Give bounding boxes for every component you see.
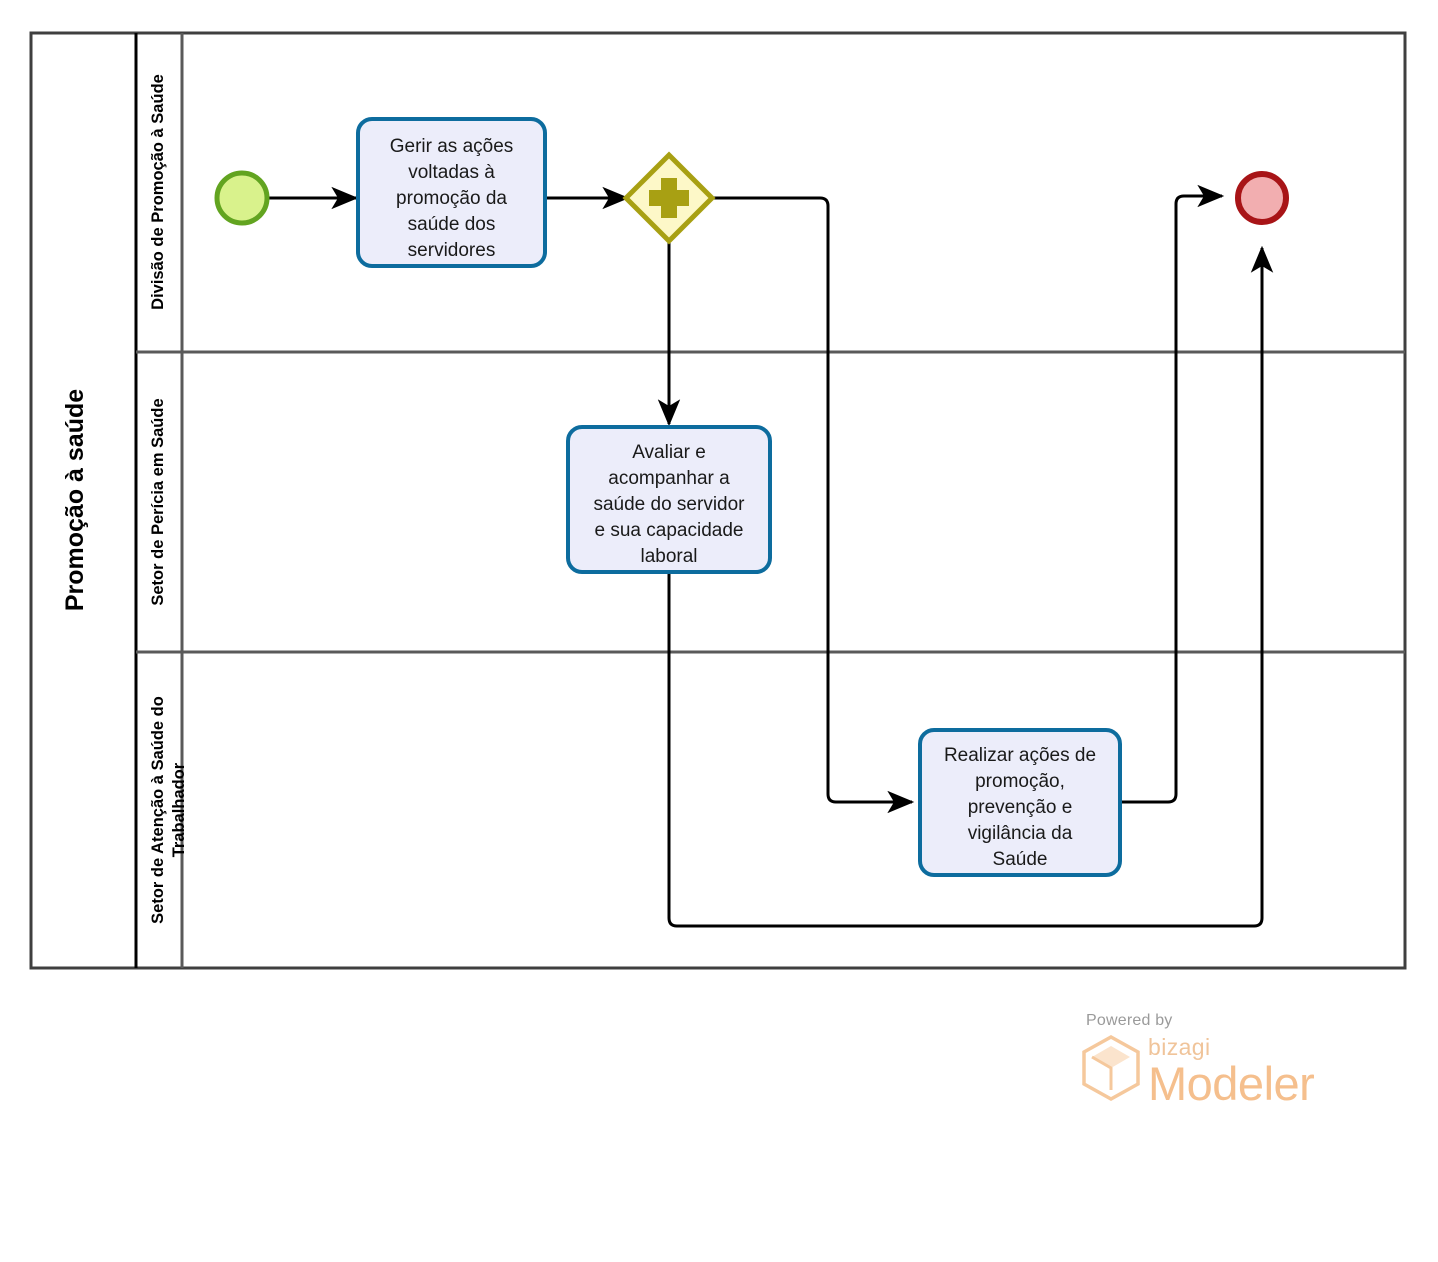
task-realizar-line-4: vigilância da (968, 823, 1073, 844)
modeler-wordmark: Modeler (1148, 1057, 1315, 1110)
parallel-gateway[interactable] (622, 151, 716, 245)
bizagi-hexagon-icon (1082, 1034, 1140, 1102)
task-gerir-acoes-line-2: voltadas à (408, 162, 495, 183)
lane-label-divisao-promocao-saude: Divisão de Promoção à Saúde (149, 74, 167, 310)
lane-label-line-1: Setor de Atenção à Saúde do (149, 696, 167, 924)
task-gerir-acoes-line-4: saúde dos (408, 214, 496, 235)
task-gerir-acoes-box[interactable] (356, 117, 547, 268)
task-gerir-acoes-line-3: promoção da (396, 188, 507, 209)
start-event[interactable] (214, 170, 270, 226)
lane-label-setor-atencao-saude-trabalhador: Setor de Atenção à Saúde do Trabalhador (149, 696, 188, 924)
task-realizar-line-2: promoção, (975, 771, 1065, 792)
task-avaliar-line-5: laboral (640, 546, 697, 567)
flow-task3-to-end (1120, 184, 1225, 804)
task-avaliar-line-1: Avaliar e (632, 442, 706, 463)
bizagi-wordmark: bizagi (1148, 1034, 1211, 1060)
task-realizar-line-3: prevenção e (968, 797, 1073, 818)
task-avaliar-acompanhar[interactable]: Avaliar e acompanhar a saúde do servidor… (566, 425, 772, 574)
task-avaliar-line-4: e sua capacidade (595, 520, 744, 541)
task-gerir-acoes[interactable]: Gerir as ações voltadas à promoção da sa… (356, 117, 547, 268)
lane-label-setor-pericia-saude: Setor de Perícia em Saúde (149, 398, 167, 605)
task-realizar-line-5: Saúde (993, 849, 1048, 870)
pool-container (29, 31, 1407, 970)
pool-label: Promoção à saúde (61, 389, 89, 611)
plus-icon (649, 178, 689, 218)
powered-by-label: Powered by (1086, 1012, 1173, 1029)
pool-outline (29, 31, 1407, 970)
task-avaliar-line-3: saúde do servidor (593, 494, 745, 515)
task-realizar-acoes-box[interactable] (918, 728, 1122, 877)
lane-label-line-2: Trabalhador (170, 762, 188, 857)
task-avaliar-acompanhar-box[interactable] (566, 425, 772, 574)
flow-gateway-to-task3 (712, 196, 915, 814)
sequence-flows (268, 184, 1274, 928)
task-realizar-line-1: Realizar ações de (944, 745, 1096, 766)
bizagi-logo: Powered by bizagi Modeler (1080, 1012, 1340, 1117)
flow-task2-to-end (667, 245, 1274, 928)
task-gerir-acoes-line-5: servidores (408, 240, 496, 261)
end-event[interactable] (1235, 171, 1289, 225)
task-avaliar-line-2: acompanhar a (608, 468, 730, 489)
task-gerir-acoes-line-1: Gerir as ações (390, 136, 514, 157)
task-realizar-acoes[interactable]: Realizar ações de promoção, prevenção e … (918, 728, 1122, 877)
